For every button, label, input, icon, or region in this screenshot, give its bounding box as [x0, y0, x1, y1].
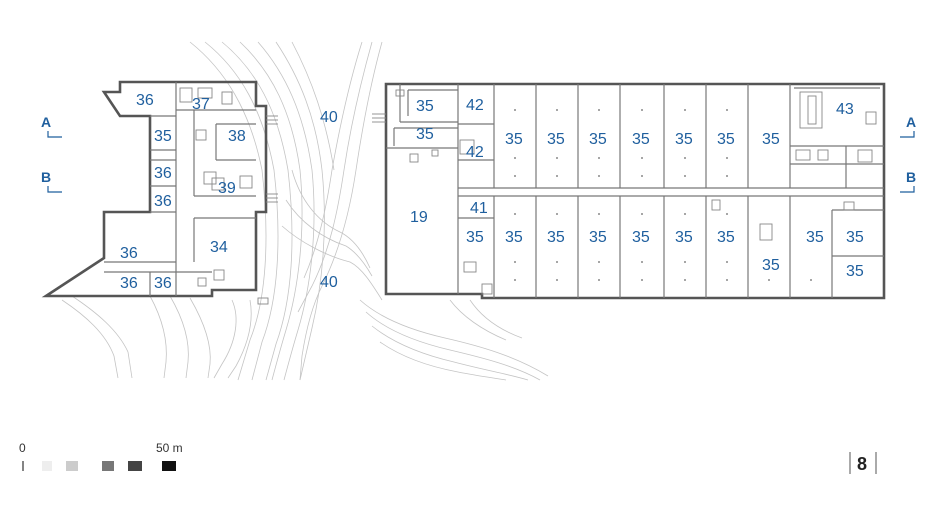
room-label: 35: [762, 257, 780, 274]
scale-segment: [42, 461, 52, 471]
room-label: 35: [806, 229, 824, 246]
room-label: 35: [717, 131, 735, 148]
outdoor-area-label: 40: [320, 109, 338, 126]
room-label: 35: [632, 229, 650, 246]
room-label: 35: [416, 98, 434, 115]
room-label: 35: [675, 229, 693, 246]
room-label: 37: [192, 96, 210, 113]
section-mark-a-left: A: [41, 114, 51, 130]
room-label: 36: [120, 245, 138, 262]
room-label: 36: [154, 193, 172, 210]
room-label: 36: [154, 275, 172, 292]
scale-start-label: 0: [19, 441, 26, 455]
room-label: 42: [466, 144, 484, 161]
room-label: 36: [120, 275, 138, 292]
section-mark-a-right: A: [906, 114, 916, 130]
room-label: 35: [846, 229, 864, 246]
room-label: 34: [210, 239, 228, 256]
room-label: 35: [505, 229, 523, 246]
room-label: 35: [589, 229, 607, 246]
east-wing-room-labels: 35 35 42 42 41 19 35 35 35 35 35 35 35 3…: [410, 97, 864, 280]
section-mark-b-left: B: [41, 169, 51, 185]
room-label: 35: [846, 263, 864, 280]
room-label: 35: [547, 229, 565, 246]
room-label: 35: [466, 229, 484, 246]
room-label: 35: [547, 131, 565, 148]
room-label: 35: [717, 229, 735, 246]
room-label: 35: [416, 126, 434, 143]
terrain-contours: [61, 41, 549, 381]
room-label: 36: [154, 165, 172, 182]
west-wing: [41, 80, 278, 305]
room-label: 42: [466, 97, 484, 114]
room-label: 43: [836, 101, 854, 118]
scale-segment: [102, 461, 114, 471]
section-markers: A B A B: [41, 114, 916, 193]
room-label: 38: [228, 128, 246, 145]
room-label: 36: [136, 92, 154, 109]
room-label: 41: [470, 200, 488, 217]
room-label: 19: [410, 209, 428, 226]
scale-end-label: 50 m: [156, 441, 183, 455]
column-grid: [514, 109, 812, 281]
room-label: 35: [675, 131, 693, 148]
room-label: 35: [154, 128, 172, 145]
scale-segment: [128, 461, 142, 471]
scale-bar: 0 50 m: [19, 441, 183, 471]
room-label: 35: [632, 131, 650, 148]
section-mark-b-right: B: [906, 169, 916, 185]
outdoor-area-label: 40: [320, 274, 338, 291]
page-number: 8: [857, 454, 867, 474]
room-label: 35: [762, 131, 780, 148]
courtyard-labels: 40 40: [320, 109, 338, 291]
page-number-block: 8: [849, 452, 877, 474]
room-label: 35: [589, 131, 607, 148]
scale-segment: [66, 461, 78, 471]
room-label: 39: [218, 180, 236, 197]
west-wing-room-labels: 36 37 35 38 36 39 36 34 36 36 36: [120, 92, 246, 292]
east-wing: [372, 82, 886, 300]
room-label: 35: [505, 131, 523, 148]
scale-segment: [162, 461, 176, 471]
